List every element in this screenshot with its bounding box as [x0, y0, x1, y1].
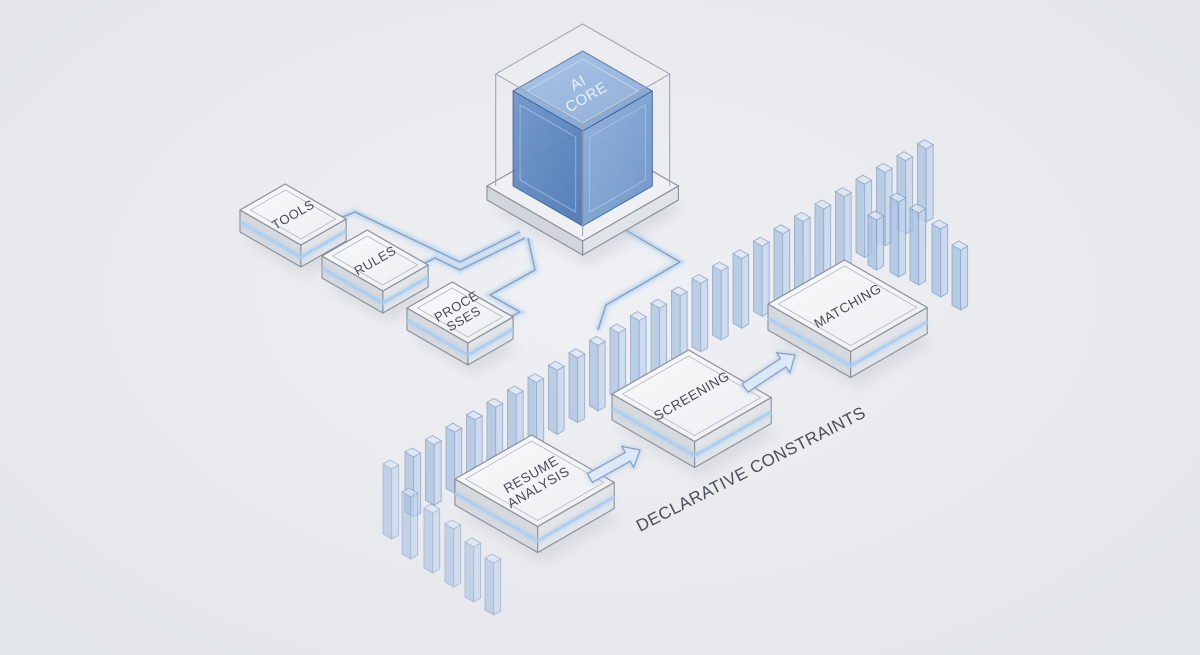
constraint-bar	[670, 286, 689, 365]
constraint-bars-front	[382, 459, 502, 616]
constraint-bar	[732, 249, 750, 329]
constraint-bar	[889, 192, 907, 278]
constraint-bar-front	[423, 503, 441, 574]
flow-arrow-icon	[586, 445, 641, 484]
constraint-bar	[588, 335, 607, 412]
constraint-bar	[752, 236, 771, 318]
constraint-bar-front	[484, 553, 502, 616]
input-node-processes: PROCESSES	[406, 281, 520, 375]
constraint-bar	[424, 435, 443, 506]
constraint-bar	[711, 261, 730, 341]
pipeline-node-matching: MATCHING	[767, 259, 934, 388]
constraint-bar	[916, 139, 935, 223]
flow-arrow-icon	[741, 351, 796, 394]
constraint-bar-front	[401, 487, 419, 560]
core-glass-shell	[494, 23, 671, 236]
constraint-bar-front	[464, 537, 482, 603]
constraint-bar	[691, 273, 709, 353]
ai-core: AICORE	[485, 23, 685, 265]
constraint-bar	[629, 311, 648, 388]
constraint-bar	[834, 187, 853, 270]
constraint-bar	[568, 348, 586, 424]
constraint-bar	[650, 298, 668, 377]
connector-wire	[597, 227, 681, 331]
pipeline-node-screening: SCREENING	[611, 349, 778, 478]
pipeline-node-resume-analysis: RESUMEANALYSIS	[454, 434, 621, 563]
constraint-bar	[951, 240, 969, 311]
core-cube: AICORE	[512, 50, 654, 227]
constraint-bar-front	[444, 519, 462, 588]
constraint-bar	[867, 210, 885, 271]
connector-wire	[489, 237, 536, 323]
input-node-tools: TOOLS	[239, 183, 353, 277]
constraint-bar	[793, 211, 812, 294]
constraint-bar-front	[382, 459, 400, 540]
constraint-bar	[931, 219, 949, 298]
constraint-bar	[527, 373, 545, 447]
constraint-bar	[909, 203, 927, 286]
pipeline-arrows	[586, 351, 796, 484]
constraint-bar	[547, 360, 566, 436]
